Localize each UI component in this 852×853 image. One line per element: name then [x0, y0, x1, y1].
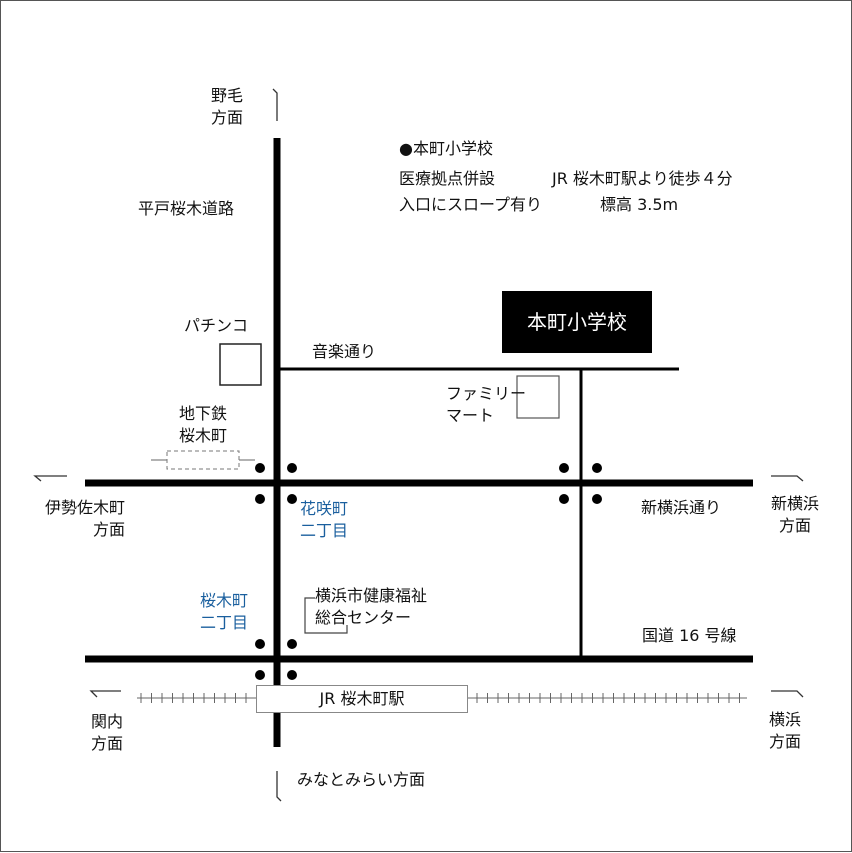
district-hanasaki-line1: 花咲町 [300, 499, 349, 518]
district-sakuragi-line2: 二丁目 [200, 613, 249, 632]
subway-station-line2: 桜木町 [178, 426, 227, 445]
landmark-welfare-line1: 横浜市健康福祉 [315, 586, 428, 605]
school-info-title: ●本町小学校 [399, 139, 493, 158]
direction-isezaki-line2: 方面 [92, 520, 125, 539]
landmark-familymart-label: ファミリー マート [446, 383, 526, 427]
direction-isezaki-label: 伊勢佐木町 方面 [21, 497, 125, 541]
direction-noge-line1: 野毛 [210, 86, 243, 105]
direction-shinyokohama-label: 新横浜 方面 [759, 493, 831, 537]
road-label-kokudo-16: 国道 16 号線 [642, 626, 737, 645]
landmark-welfare-center-label: 横浜市健康福祉 総合センター [315, 585, 427, 629]
direction-isezaki-line1: 伊勢佐木町 [44, 498, 125, 517]
direction-shinyokohama-line2: 方面 [778, 516, 811, 535]
road-label-hirato-sakuragi: 平戸桜木道路 [138, 199, 235, 218]
direction-kannai-line1: 関内 [90, 712, 123, 731]
landmark-welfare-line2: 総合センター [315, 608, 412, 627]
district-hanasaki-label: 花咲町 二丁目 [300, 498, 348, 542]
direction-minatomirai-label: みなとみらい方面 [297, 770, 426, 789]
school-info-facility: 医療拠点併設 [399, 169, 496, 188]
direction-arrow-kannai-icon [89, 690, 121, 698]
direction-arrow-noge-icon [272, 88, 278, 121]
subway-station-label: 地下鉄 桜木町 [167, 403, 239, 447]
subway-station-line1: 地下鉄 [178, 404, 227, 423]
direction-shinyokohama-line1: 新横浜 [770, 494, 819, 513]
direction-yokohama-line1: 横浜 [768, 710, 801, 729]
school-marker: 本町小学校 [502, 291, 652, 353]
direction-arrow-isezaki-icon [33, 475, 67, 482]
direction-kannai-line2: 方面 [90, 734, 123, 753]
welfare-center-bracket [304, 597, 348, 634]
school-info-slope: 入口にスロープ有り [399, 195, 543, 214]
district-sakuragi-label: 桜木町 二丁目 [200, 590, 248, 634]
direction-noge-line2: 方面 [210, 108, 243, 127]
direction-arrow-shinyokohama-icon [771, 475, 804, 482]
landmark-pachinko-label: パチンコ [184, 316, 249, 335]
district-hanasaki-line2: 二丁目 [300, 521, 349, 540]
school-info-walk-time: JR 桜木町駅より徒歩４分 [552, 169, 733, 188]
district-sakuragi-line1: 桜木町 [200, 591, 249, 610]
direction-yokohama-label: 横浜 方面 [759, 709, 811, 753]
pachinko-building [219, 343, 262, 386]
direction-noge-label: 野毛 方面 [203, 85, 251, 129]
direction-arrow-minatomirai-icon [276, 771, 282, 802]
school-info-elevation: 標高 3.5m [600, 195, 679, 214]
jr-station-label: JR 桜木町駅 [256, 685, 468, 713]
direction-yokohama-line2: 方面 [768, 732, 801, 751]
road-label-ongaku-dori: 音楽通り [312, 342, 377, 361]
crossing-dots [255, 463, 602, 680]
landmark-familymart-line2: マート [446, 406, 495, 425]
familymart-building [516, 375, 560, 419]
direction-kannai-label: 関内 方面 [81, 711, 133, 755]
subway-station-mark [151, 450, 255, 470]
road-label-shin-yokohama-dori: 新横浜通り [641, 498, 722, 517]
direction-arrow-yokohama-icon [771, 690, 804, 698]
landmark-familymart-line1: ファミリー [446, 384, 527, 403]
